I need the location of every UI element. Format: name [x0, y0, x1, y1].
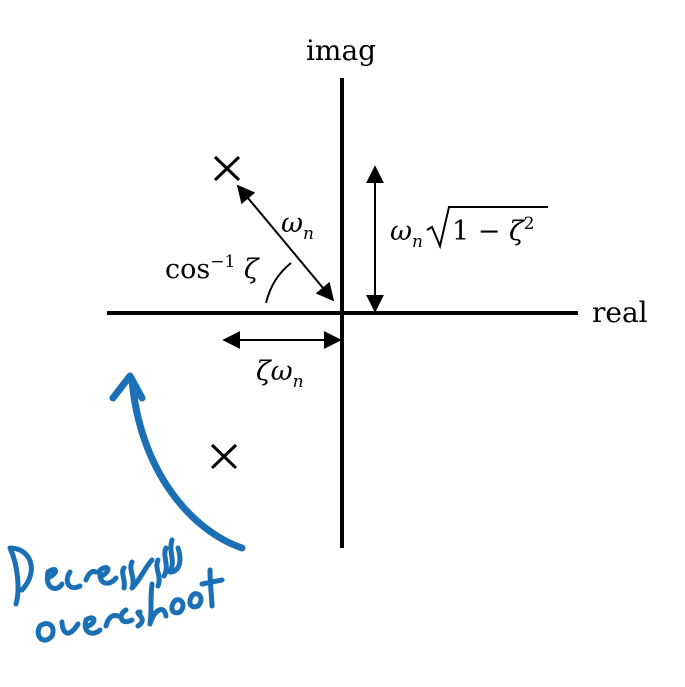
omega-n-arrow: [236, 184, 335, 302]
annotation-arrowhead: [109, 372, 146, 402]
real-axis-label: real: [592, 296, 648, 329]
pole-lower-marker: [210, 443, 238, 470]
omega-n-label: ωn: [281, 208, 314, 244]
sqrt-symbol: [426, 206, 548, 250]
omega-n-sqrt-label: ωn: [390, 216, 423, 252]
handwritten-annotation: [7, 372, 246, 643]
zeta-omega-n-label: ζωn: [256, 356, 304, 392]
handwritten-word-decreasing: [7, 537, 183, 607]
sqrt-radicand: 1 − ζ2: [452, 214, 534, 247]
angle-arc: [265, 262, 292, 304]
imag-axis-label: imag: [306, 34, 376, 67]
pole-upper-marker: [213, 155, 241, 182]
arccos-zeta-label: cos−1 ζ: [165, 252, 260, 285]
handwritten-word-overshoot: [35, 567, 225, 643]
annotation-curve-arrow: [128, 376, 246, 552]
